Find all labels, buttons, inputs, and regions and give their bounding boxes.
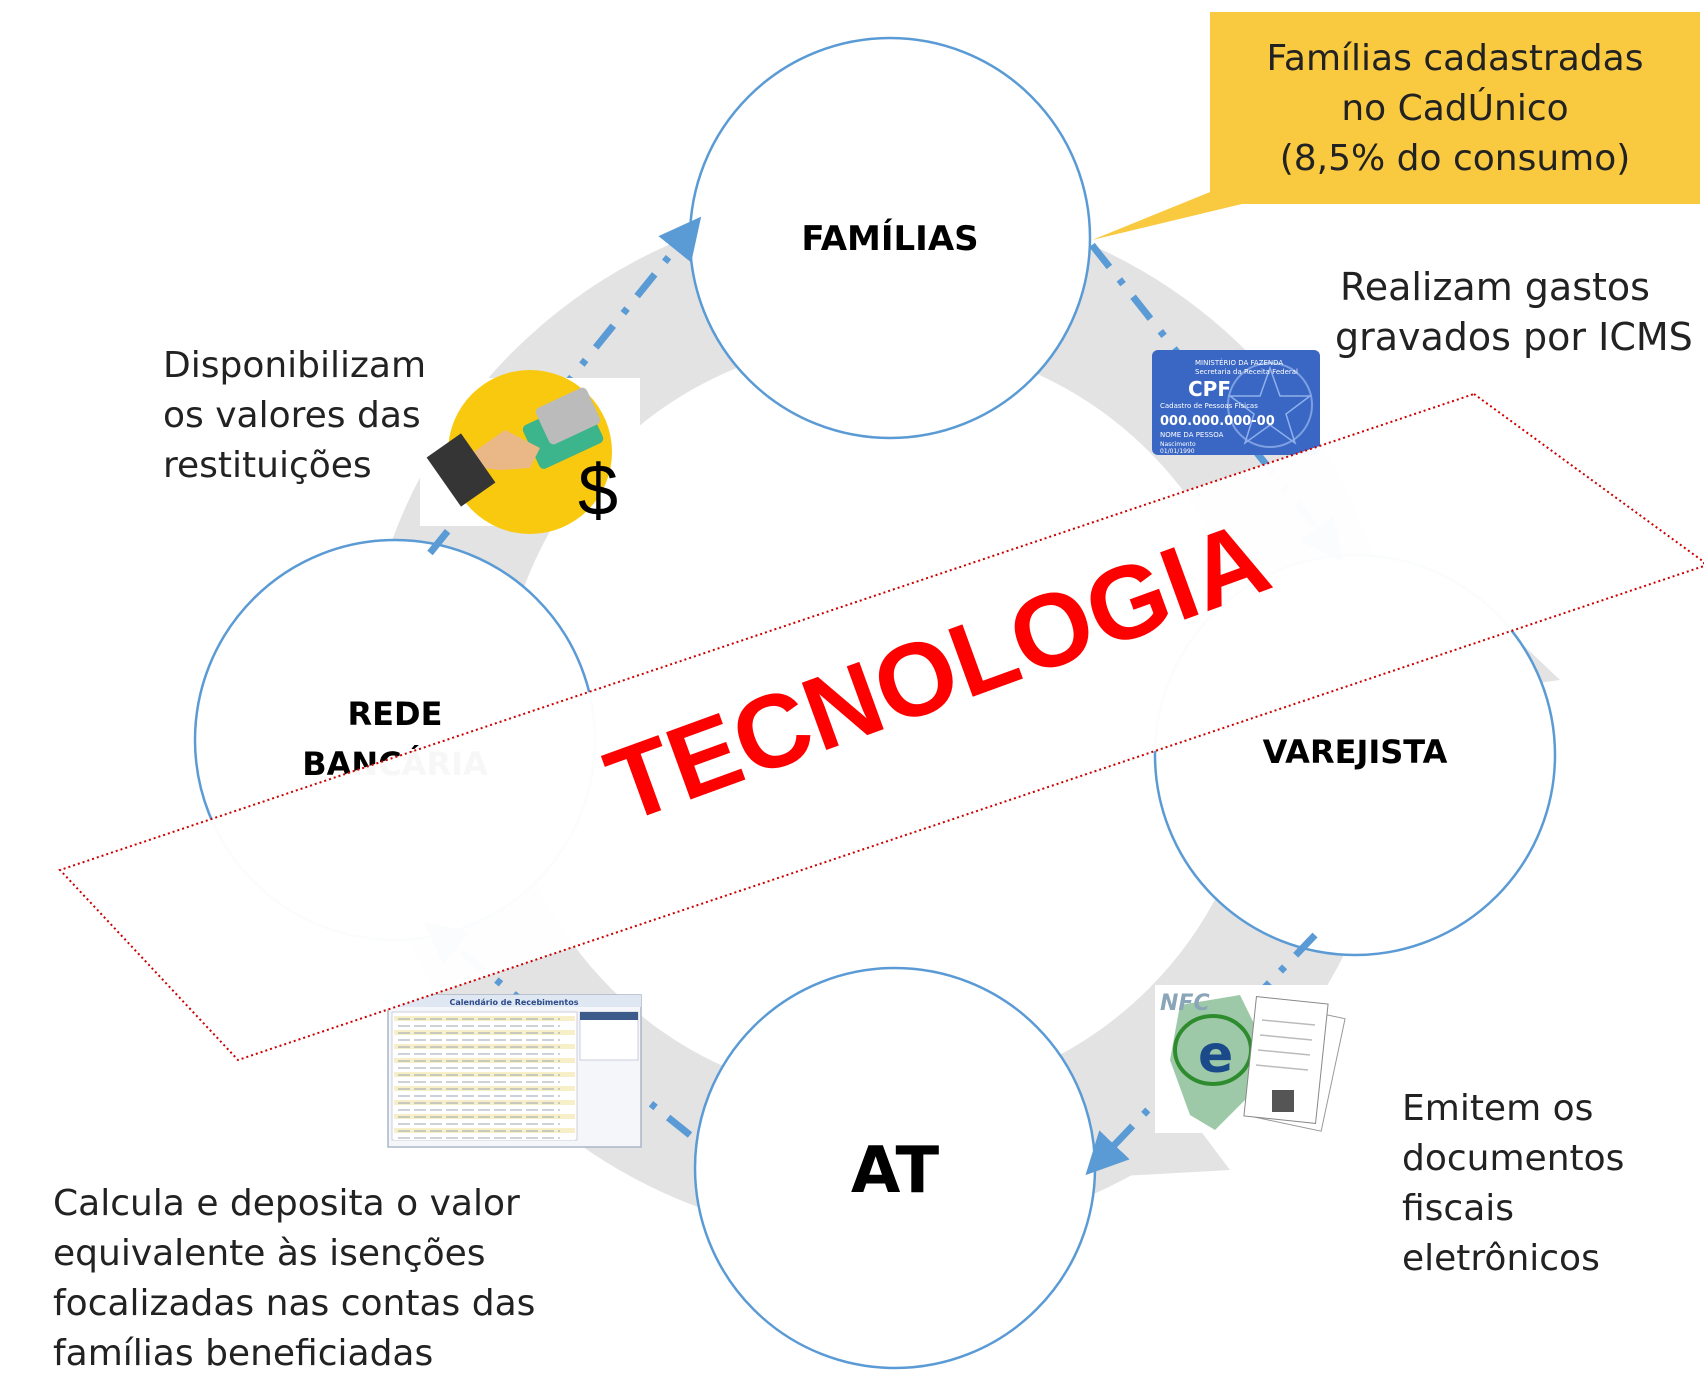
caption-realizam-1: Realizam gastos [1340, 265, 1650, 309]
cpf-birth: Nascimento [1160, 441, 1196, 448]
callout-line-2: no CadÚnico [1341, 87, 1568, 129]
caption-disponibilizam: Disponibilizam os valores das restituiçõ… [163, 345, 426, 486]
caption-emitem: Emitem os documentos fiscais eletrônicos [1402, 1088, 1624, 1279]
caption-disponibilizam-3: restituições [163, 445, 372, 486]
caption-realizam: Realizam gastos gravados por ICMS [1335, 265, 1693, 359]
caption-emitem-3: fiscais [1402, 1188, 1514, 1229]
callout-line-3: (8,5% do consumo) [1280, 138, 1631, 179]
caption-emitem-2: documentos [1402, 1138, 1624, 1179]
node-at: AT [693, 966, 1097, 1370]
cpf-name: NOME DA PESSOA [1160, 431, 1224, 439]
nfce-e: e [1198, 1025, 1233, 1085]
payment-icon: $ [420, 370, 640, 534]
payment-dollar-sign: $ [578, 451, 618, 531]
cpf-title: CPF [1188, 377, 1231, 401]
payment-sleeve [426, 433, 496, 507]
node-at-label: AT [851, 1134, 940, 1208]
caption-disponibilizam-1: Disponibilizam [163, 345, 426, 386]
cpf-subtitle: Cadastro de Pessoas Físicas [1160, 402, 1258, 410]
node-familias-label: FAMÍLIAS [801, 218, 978, 259]
caption-emitem-4: eletrônicos [1402, 1238, 1600, 1279]
calendar-table-rows [394, 1016, 575, 1140]
caption-disponibilizam-2: os valores das [163, 395, 421, 436]
caption-calcula-3: focalizadas nas contas das [53, 1283, 535, 1324]
nfce-qr [1272, 1090, 1294, 1112]
caption-calcula-2: equivalente às isenções [53, 1233, 486, 1274]
nfce-document-2 [1243, 996, 1329, 1124]
nfce-image: NFC e [1155, 985, 1346, 1133]
cpf-birth-value: 01/01/1990 [1160, 448, 1195, 455]
calendar-screenshot: Calendário de Recebimentos [387, 994, 642, 1148]
node-rede-bancaria-label-1: REDE [348, 695, 443, 733]
caption-calcula: Calcula e deposita o valor equivalente à… [53, 1183, 535, 1374]
nfce-logo-text: NFC [1160, 991, 1210, 1016]
cpf-header-1: MINISTÉRIO DA FAZENDA [1195, 358, 1283, 367]
callout-rect [1210, 12, 1700, 204]
caption-emitem-1: Emitem os [1402, 1088, 1593, 1129]
callout-box: Famílias cadastradas no CadÚnico (8,5% d… [1092, 12, 1700, 240]
tecnologia-banner-frame [58, 392, 1704, 1062]
cpf-number: 000.000.000-00 [1160, 414, 1275, 429]
node-varejista-label: VAREJISTA [1263, 733, 1448, 771]
caption-realizam-2: gravados por ICMS [1335, 315, 1693, 359]
caption-calcula-4: famílias beneficiadas [53, 1333, 433, 1374]
caption-calcula-1: Calcula e deposita o valor [53, 1183, 520, 1224]
calendar-title: Calendário de Recebimentos [450, 998, 579, 1007]
callout-line-1: Famílias cadastradas [1267, 38, 1644, 79]
node-familias: FAMÍLIAS [688, 36, 1092, 440]
cpf-card-image: MINISTÉRIO DA FAZENDA Secretaria da Rece… [1152, 350, 1320, 455]
cpf-header-2: Secretaria da Receita Federal [1195, 368, 1298, 376]
nfce-map-shape [1170, 995, 1262, 1130]
